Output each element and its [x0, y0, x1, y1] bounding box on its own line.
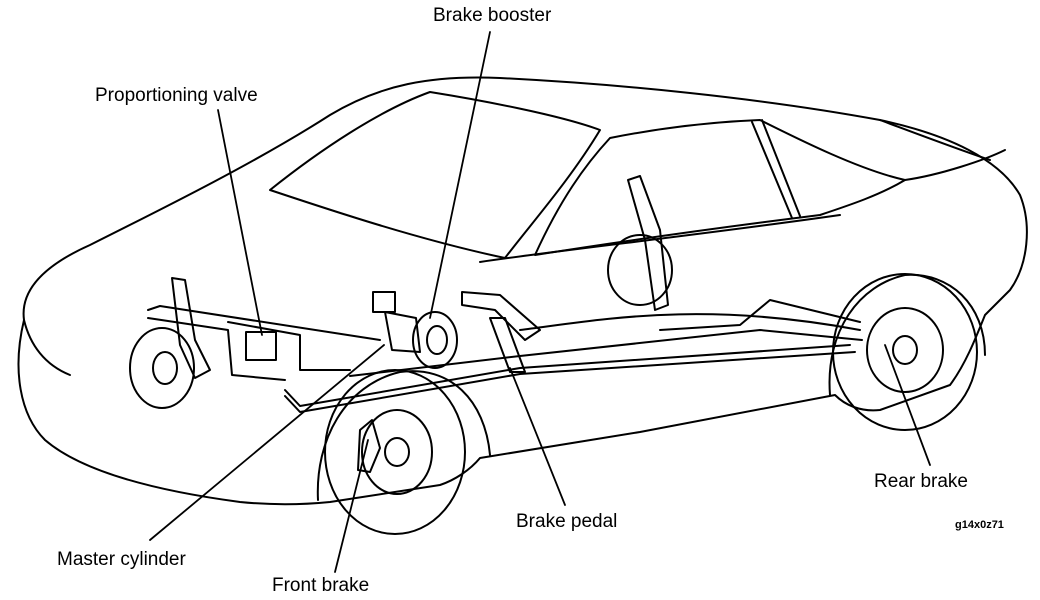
brake-line-front-2	[147, 317, 286, 381]
b-pillar-2	[761, 119, 801, 217]
left-front-hub	[152, 351, 178, 385]
rear-glass	[904, 149, 1006, 181]
car-body-outline	[17, 76, 1028, 506]
parking-brake-cable	[519, 313, 861, 331]
left-front-rotor	[129, 327, 195, 409]
front-caliper	[357, 419, 381, 473]
leader-front-brake	[334, 439, 369, 573]
front-wheel-arch	[316, 370, 491, 501]
leader-master-cylinder	[149, 344, 385, 541]
leader-rear-brake	[884, 344, 931, 466]
booster-disc	[412, 311, 458, 369]
door-line	[479, 214, 841, 263]
brake-line-main-2	[284, 351, 856, 413]
rear-tire	[832, 273, 978, 431]
rear-knuckle	[627, 175, 669, 311]
figure-code: g14x0z71	[955, 519, 1004, 531]
label-proportioning-valve: Proportioning valve	[95, 85, 258, 106]
front-bumper-line	[23, 319, 71, 376]
rear-roof-line	[879, 119, 991, 161]
label-brake-booster: Brake booster	[433, 5, 552, 26]
windshield	[269, 91, 601, 259]
rear-hub	[892, 335, 918, 365]
label-rear-brake: Rear brake	[874, 471, 968, 492]
label-master-cylinder: Master cylinder	[57, 549, 186, 570]
brake-line-rear	[659, 299, 861, 331]
leader-lines	[149, 31, 931, 573]
rear-drum	[866, 307, 944, 393]
side-window	[534, 119, 906, 256]
fluid-reservoir	[372, 291, 396, 313]
leader-brake-booster	[429, 31, 491, 319]
left-strut	[171, 277, 211, 379]
brake-line-front-3	[227, 321, 351, 371]
master-cylinder-body	[384, 311, 421, 353]
rear-brake-assembly	[607, 234, 673, 306]
front-hub	[384, 437, 410, 467]
label-front-brake: Front brake	[272, 575, 370, 596]
brake-line-front	[147, 305, 381, 341]
booster-inner	[426, 325, 448, 355]
pedal-bracket	[461, 291, 541, 341]
label-brake-pedal: Brake pedal	[516, 511, 618, 532]
brake-line-main-3	[349, 329, 863, 377]
leader-brake-pedal	[509, 367, 566, 506]
leader-proportioning-valve	[217, 109, 263, 336]
brake-line-main-1	[284, 344, 851, 407]
pedal-arm	[489, 317, 526, 373]
rear-wheel-arch	[828, 273, 986, 396]
proportioning-valve	[245, 331, 277, 361]
b-pillar	[751, 121, 793, 219]
front-rotor	[361, 409, 433, 495]
